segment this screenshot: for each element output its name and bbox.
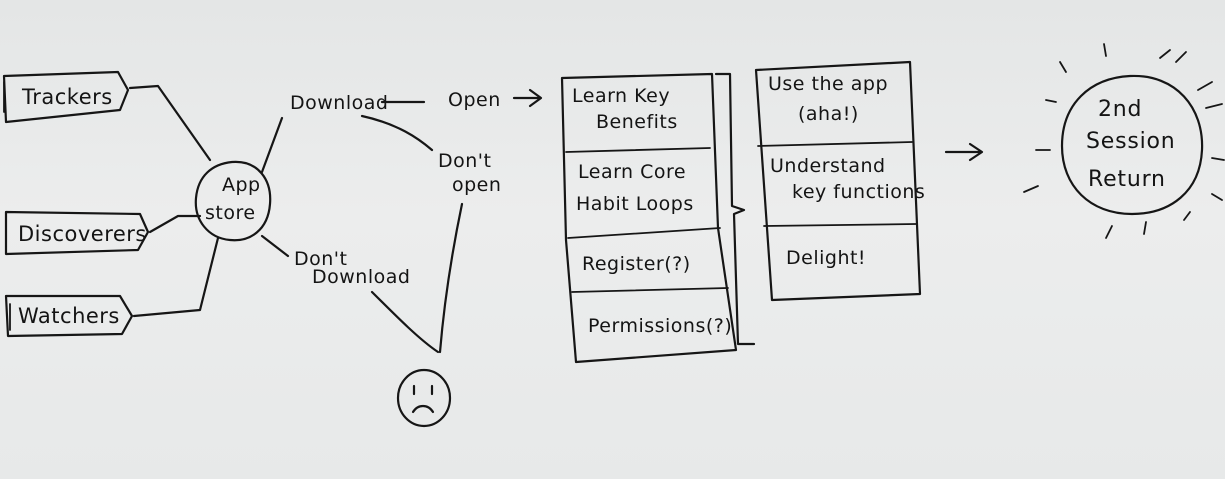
segment-trackers: Trackers: [2, 70, 130, 124]
sun-rays-icon: [1023, 43, 1225, 239]
onboarding-bracket: [714, 72, 756, 346]
app-store-node: App store: [194, 160, 272, 242]
arrow-open-onboarding: [512, 88, 543, 108]
download-label: Download: [290, 92, 388, 114]
onboarding-step-1-line2: Benefits: [596, 111, 678, 133]
connector-dontopen-sadface: [438, 202, 464, 354]
open-label: Open: [448, 89, 501, 111]
segment-discoverers: Discoverers: [4, 210, 150, 256]
onboarding-column: Learn Key Benefits Learn Core Habit Loop…: [560, 72, 756, 364]
arrow-to-second-session: [944, 142, 984, 162]
first-session-step-1-line2: (aha!): [798, 103, 859, 125]
first-session-step-2-line1: Understand: [770, 155, 886, 177]
onboarding-step-4-line1: Permissions(?): [588, 315, 732, 337]
dont-download-label-line2: Download: [312, 266, 410, 288]
first-session-column: Use the app (aha!) Understand key functi…: [754, 60, 925, 302]
connector-appstore-download: [260, 116, 284, 174]
first-session-step-2-line2: key functions: [792, 181, 925, 203]
second-session-line1: 2nd: [1098, 97, 1142, 122]
dont-open-label-line1: Don't: [438, 150, 491, 172]
onboarding-step-1-line1: Learn Key: [572, 85, 670, 107]
connector-watchers-appstore: [132, 236, 220, 318]
sad-face-icon: [396, 368, 452, 428]
dont-download-label-line1: Don't: [294, 248, 347, 270]
segment-watchers: Watchers: [4, 294, 134, 338]
onboarding-step-2-line1: Learn Core: [578, 161, 686, 183]
connector-download-dontopen: [360, 114, 434, 152]
first-session-step-1-line1: Use the app: [768, 73, 888, 95]
second-session-line2: Session: [1086, 129, 1176, 154]
onboarding-step-3-line1: Register(?): [582, 253, 691, 275]
connector-trackers-appstore: [128, 84, 212, 162]
dont-open-label-line2: open: [452, 174, 501, 196]
first-session-step-3-line1: Delight!: [786, 247, 866, 269]
segment-discoverers-label: Discoverers: [18, 222, 147, 246]
segment-trackers-label: Trackers: [21, 85, 113, 109]
app-store-label-line1: App: [222, 174, 261, 196]
second-session-node: 2nd Session Return: [1060, 74, 1204, 216]
onboarding-step-2-line2: Habit Loops: [576, 193, 694, 215]
connector-dontdownload-sadface: [370, 290, 440, 354]
connector-discoverers-appstore: [148, 214, 202, 234]
second-session-line3: Return: [1088, 167, 1166, 192]
segment-watchers-label: Watchers: [18, 304, 120, 328]
connector-appstore-dontdownload: [260, 234, 290, 258]
app-store-label-line2: store: [205, 202, 256, 224]
